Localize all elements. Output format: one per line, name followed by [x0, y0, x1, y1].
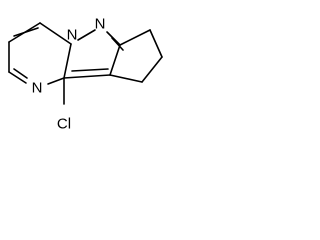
chlorine-label: Cl — [57, 116, 71, 133]
bond — [13, 68, 28, 79]
bond — [149, 29, 163, 58]
bond — [63, 43, 72, 79]
bond — [8, 71, 27, 84]
bond — [141, 56, 163, 83]
bond — [109, 44, 121, 76]
bond — [111, 37, 124, 51]
bond-lines — [8, 22, 163, 105]
bond — [71, 68, 109, 72]
nitrogen-label: N — [32, 80, 43, 97]
nitrogen-label: N — [95, 16, 106, 33]
bond — [109, 74, 143, 83]
bond — [77, 29, 96, 41]
bond — [119, 29, 151, 46]
chemical-structure: N N N Cl — [8, 16, 163, 133]
bond — [47, 77, 65, 85]
bond — [39, 22, 72, 45]
bond — [13, 27, 39, 37]
nitrogen-label: N — [67, 27, 78, 44]
bond — [63, 74, 111, 79]
